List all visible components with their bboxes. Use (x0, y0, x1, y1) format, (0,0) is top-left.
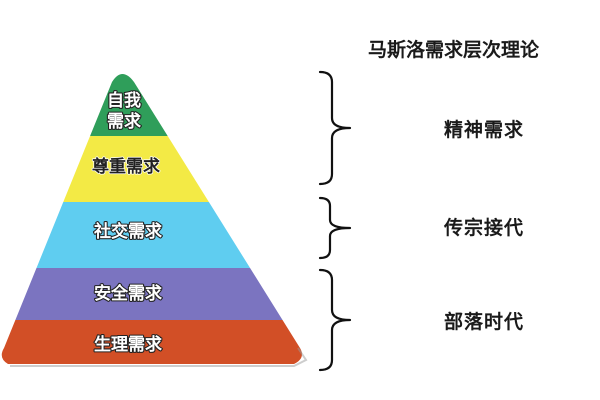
pyramid (1, 74, 302, 364)
diagram-title: 马斯洛需求层次理论 (368, 38, 540, 61)
brace-lineage (318, 196, 352, 260)
group-label-spiritual-needs: 精神需求 (444, 118, 524, 141)
group-label-lineage: 传宗接代 (443, 216, 524, 239)
brace-spiritual (318, 70, 352, 186)
pyramid-label-self-line1: 自我 (107, 90, 141, 111)
brace-tribal (318, 268, 352, 372)
group-label-tribal-era: 部落时代 (444, 310, 524, 333)
pyramid-label-self-line2: 需求 (107, 111, 141, 132)
pyramid-level-self-actualization (1, 74, 302, 136)
pyramid-label-physiological: 生理需求 (94, 334, 162, 355)
pyramid-label-esteem: 尊重需求 (92, 156, 160, 177)
pyramid-level-safety (1, 268, 302, 320)
pyramid-level-physiological (1, 320, 302, 364)
pyramid-label-social: 社交需求 (93, 221, 162, 242)
pyramid-label-safety: 安全需求 (94, 283, 162, 304)
